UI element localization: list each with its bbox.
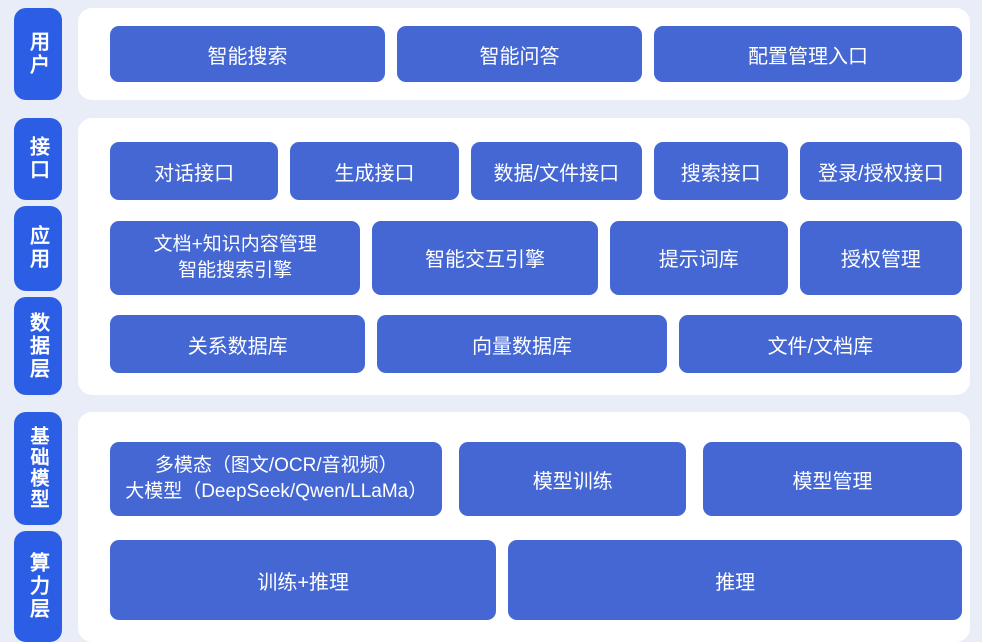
layer-label-user: 用户 (14, 8, 62, 100)
node-model-management: 模型管理 (703, 442, 962, 516)
node-multimodal-llm: 多模态（图文/OCR/音视频） 大模型（DeepSeek/Qwen/LLaMa） (110, 442, 443, 516)
node-relational-db: 关系数据库 (110, 315, 366, 373)
node-training-inference: 训练+推理 (110, 540, 497, 620)
node-login-auth-api: 登录/授权接口 (799, 142, 963, 200)
compute-row: 训练+推理 推理 (110, 540, 962, 620)
user-layer-row: 智能搜索 智能问答 配置管理入口 (110, 26, 962, 82)
node-line-2: 大模型（DeepSeek/Qwen/LLaMa） (125, 481, 428, 502)
node-smart-qa: 智能问答 (397, 26, 642, 82)
node-model-training: 模型训练 (459, 442, 687, 516)
layer-label-compute: 算力层 (14, 530, 62, 642)
base-model-row: 多模态（图文/OCR/音视频） 大模型（DeepSeek/Qwen/LLaMa）… (110, 442, 962, 516)
application-row: 文档+知识内容管理 智能搜索引擎 智能交互引擎 提示词库 授权管理 (110, 220, 963, 295)
layer-label-data: 数据层 (14, 297, 62, 395)
user-layer-label-col: 用户 (14, 8, 62, 100)
node-line-1: 多模态（图文/OCR/音视频） (154, 455, 398, 477)
node-dialog-api: 对话接口 (110, 142, 279, 200)
node-interactive-engine: 智能交互引擎 (372, 220, 598, 295)
node-doc-knowledge-search-engine: 文档+知识内容管理 智能搜索引擎 (110, 220, 361, 295)
user-layer-panel: 智能搜索 智能问答 配置管理入口 (78, 8, 970, 100)
middle-layers-group: 接口 应用 数据层 对话接口 生成接口 数据/文件接口 搜索接口 登录/授权接口… (0, 118, 982, 395)
user-layer-group: 用户 智能搜索 智能问答 配置管理入口 (0, 8, 982, 100)
node-search-api: 搜索接口 (653, 142, 788, 200)
interface-row: 对话接口 生成接口 数据/文件接口 搜索接口 登录/授权接口 (110, 142, 963, 200)
layer-label-interface: 接口 (14, 118, 62, 200)
bottom-layers-group: 基础模型 算力层 多模态（图文/OCR/音视频） 大模型（DeepSeek/Qw… (0, 412, 982, 642)
middle-layers-label-col: 接口 应用 数据层 (14, 118, 62, 395)
data-row: 关系数据库 向量数据库 文件/文档库 (110, 315, 962, 373)
node-vector-db: 向量数据库 (377, 315, 667, 373)
node-line-2: 智能搜索引擎 (178, 259, 293, 281)
node-file-doc-store: 文件/文档库 (678, 315, 962, 373)
bottom-layers-panel: 多模态（图文/OCR/音视频） 大模型（DeepSeek/Qwen/LLaMa）… (78, 412, 970, 642)
node-inference: 推理 (508, 540, 962, 620)
node-smart-search: 智能搜索 (110, 26, 385, 82)
node-generation-api: 生成接口 (290, 142, 459, 200)
node-auth-management: 授权管理 (799, 220, 963, 295)
layer-label-base-model: 基础模型 (14, 412, 62, 525)
node-config-management-entry: 配置管理入口 (654, 26, 962, 82)
bottom-layers-label-col: 基础模型 算力层 (14, 412, 62, 642)
layer-label-application: 应用 (14, 205, 62, 292)
middle-layers-panel: 对话接口 生成接口 数据/文件接口 搜索接口 登录/授权接口 文档+知识内容管理… (78, 118, 970, 395)
node-prompt-library: 提示词库 (609, 220, 788, 295)
node-data-file-api: 数据/文件接口 (470, 142, 642, 200)
node-line-1: 文档+知识内容管理 (153, 233, 317, 255)
